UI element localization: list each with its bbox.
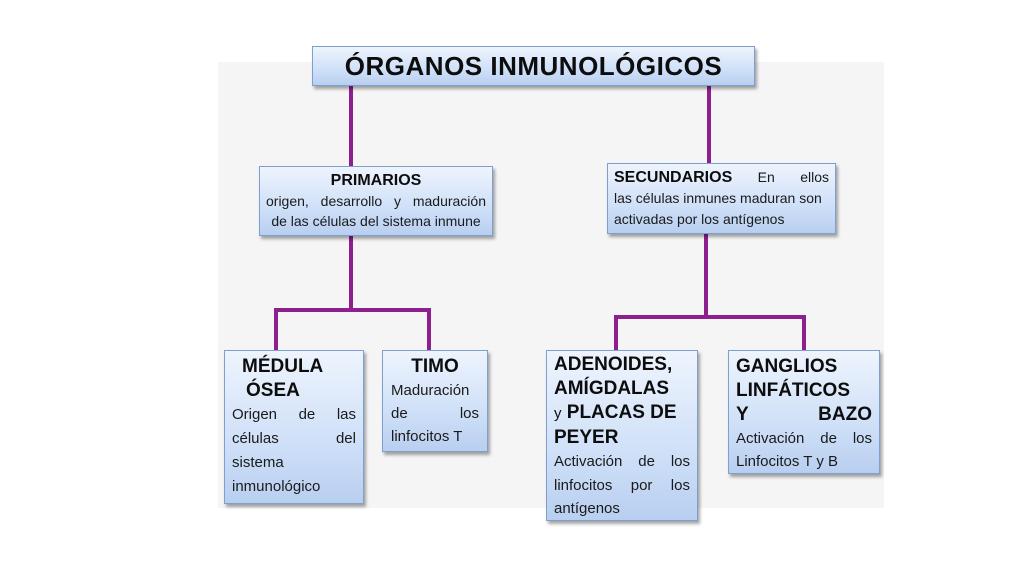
medula-heading-2: ÓSEA	[246, 380, 300, 401]
ganglios-heading-3a: Y	[736, 404, 749, 425]
timo-text-3: linfocitos T	[391, 428, 463, 445]
ganglios-heading-1: GANGLIOS	[736, 356, 838, 377]
medula-text-3: sistema	[232, 454, 284, 471]
ganglios-box: GANGLIOS LINFÁTICOS Y BAZO Activación de…	[728, 350, 880, 474]
ganglios-text-1: Activación de los	[736, 430, 872, 447]
secundarios-text-1: En ellos	[757, 169, 829, 185]
ganglios-heading-2: LINFÁTICOS	[736, 380, 850, 401]
secundarios-text-2: las células inmunes maduran son	[614, 190, 822, 206]
medula-text-2: células del	[232, 430, 356, 447]
title-box: ÓRGANOS INMUNOLÓGICOS	[312, 46, 755, 86]
diagram-title: ÓRGANOS INMUNOLÓGICOS	[344, 50, 723, 81]
primarios-box: PRIMARIOS origen, desarrollo y maduració…	[259, 166, 493, 236]
medula-text-4: inmunológico	[232, 478, 321, 495]
timo-heading: TIMO	[411, 356, 459, 377]
adenoides-text-3: antígenos	[554, 500, 620, 517]
primarios-heading: PRIMARIOS	[330, 172, 422, 189]
primarios-text-1: origen, desarrollo y maduración	[266, 193, 486, 209]
adenoides-heading-2: AMÍGDALAS	[554, 378, 670, 399]
ganglios-text-2: Linfocitos T y B	[736, 453, 838, 470]
secundarios-line-1: SECUNDARIOS En ellos	[614, 167, 829, 188]
adenoides-box: ADENOIDES, AMÍGDALAS y PLACAS DE PEYER A…	[546, 350, 698, 521]
ganglios-heading-3b: BAZO	[818, 404, 872, 425]
adenoides-text-2: linfocitos por los	[554, 477, 690, 494]
primarios-text-2: de las células del sistema inmune	[271, 213, 481, 229]
adenoides-heading-3: y PLACAS DE	[554, 401, 690, 426]
medula-osea-box: MÉDULA ÓSEA Origen de las células del si…	[224, 350, 364, 504]
connector-primarios-branch	[274, 308, 431, 350]
timo-text-1: Maduración	[391, 382, 470, 399]
ganglios-heading-3: Y BAZO	[736, 403, 872, 427]
secundarios-box: SECUNDARIOS En ellos las células inmunes…	[607, 163, 836, 234]
adenoides-text-1: Activación de los	[554, 453, 690, 470]
connector-secundarios-branch	[614, 315, 806, 350]
secundarios-text-3: activadas por los antígenos	[614, 211, 785, 227]
medula-text-1: Origen de las	[232, 406, 356, 423]
timo-text-2: de los	[391, 405, 479, 422]
adenoides-heading-4: PEYER	[554, 427, 619, 448]
adenoides-heading-3-text: PLACAS DE	[566, 402, 677, 423]
adenoides-connector: y	[554, 405, 562, 422]
secundarios-heading: SECUNDARIOS	[614, 169, 733, 186]
adenoides-heading-1: ADENOIDES,	[554, 354, 673, 375]
medula-heading-1: MÉDULA	[242, 356, 324, 377]
timo-box: TIMO Maduración de los linfocitos T	[382, 350, 488, 452]
